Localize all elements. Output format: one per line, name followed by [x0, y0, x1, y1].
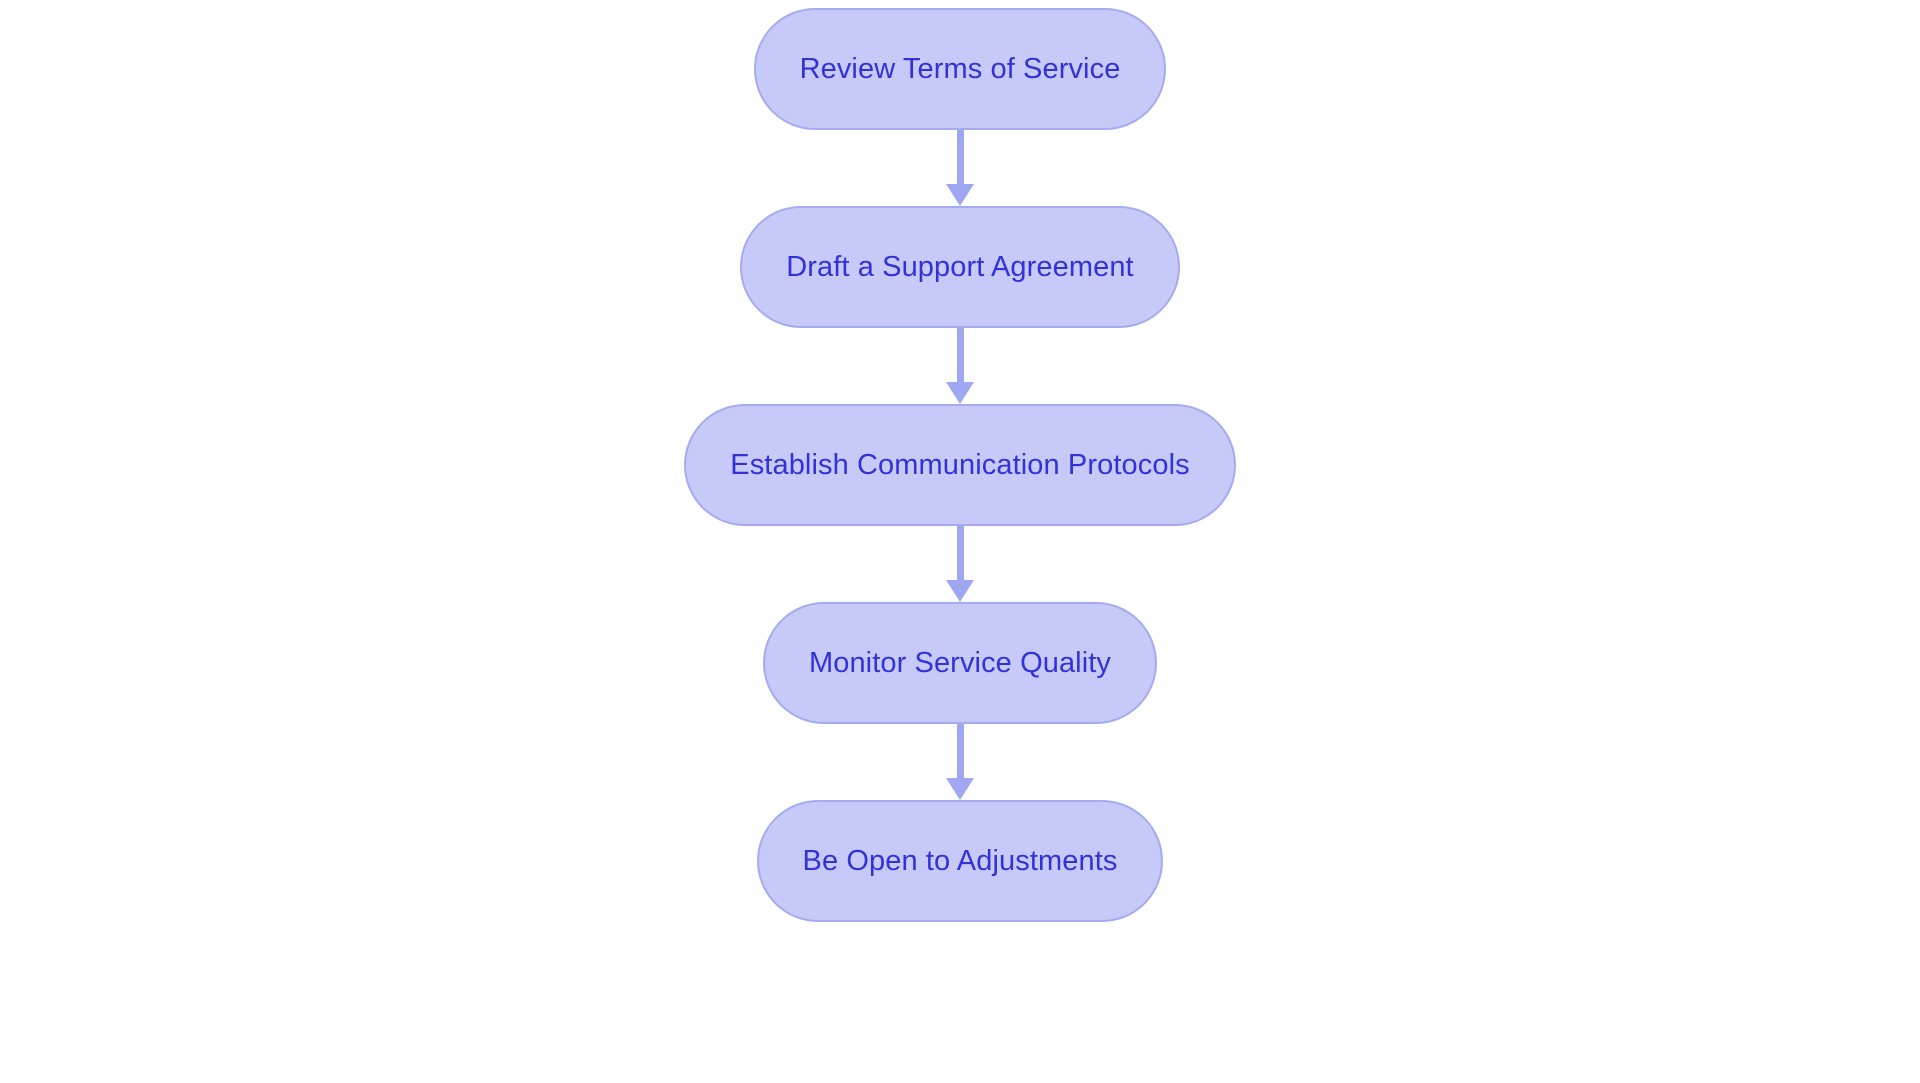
connector-line: [956, 526, 964, 581]
flow-node-label: Be Open to Adjustments: [802, 844, 1118, 877]
arrow-down-icon: [946, 184, 974, 206]
flow-connector-n4-n5: [945, 724, 975, 800]
flow-node-monitor-service-quality[interactable]: Monitor Service Quality: [762, 602, 1158, 724]
flow-node-label: Draft a Support Agreement: [786, 250, 1134, 283]
flow-node-review-terms-of-service[interactable]: Review Terms of Service: [753, 8, 1167, 130]
flow-node-establish-communication-protocols[interactable]: Establish Communication Protocols: [684, 404, 1236, 526]
connector-line: [956, 328, 964, 383]
arrow-down-icon: [946, 580, 974, 602]
arrow-down-icon: [946, 382, 974, 404]
flow-node-draft-a-support-agreement[interactable]: Draft a Support Agreement: [740, 206, 1180, 328]
flow-node-label: Monitor Service Quality: [808, 646, 1112, 679]
connector-line: [956, 724, 964, 779]
flow-connector-n3-n4: [945, 526, 975, 602]
arrow-down-icon: [946, 778, 974, 800]
flow-connector-n1-n2: [945, 130, 975, 206]
flow-node-label: Review Terms of Service: [799, 52, 1121, 85]
flow-node-be-open-to-adjustments[interactable]: Be Open to Adjustments: [756, 800, 1164, 922]
flow-node-label: Establish Communication Protocols: [730, 448, 1190, 481]
connector-line: [956, 130, 964, 185]
flow-connector-n2-n3: [945, 328, 975, 404]
